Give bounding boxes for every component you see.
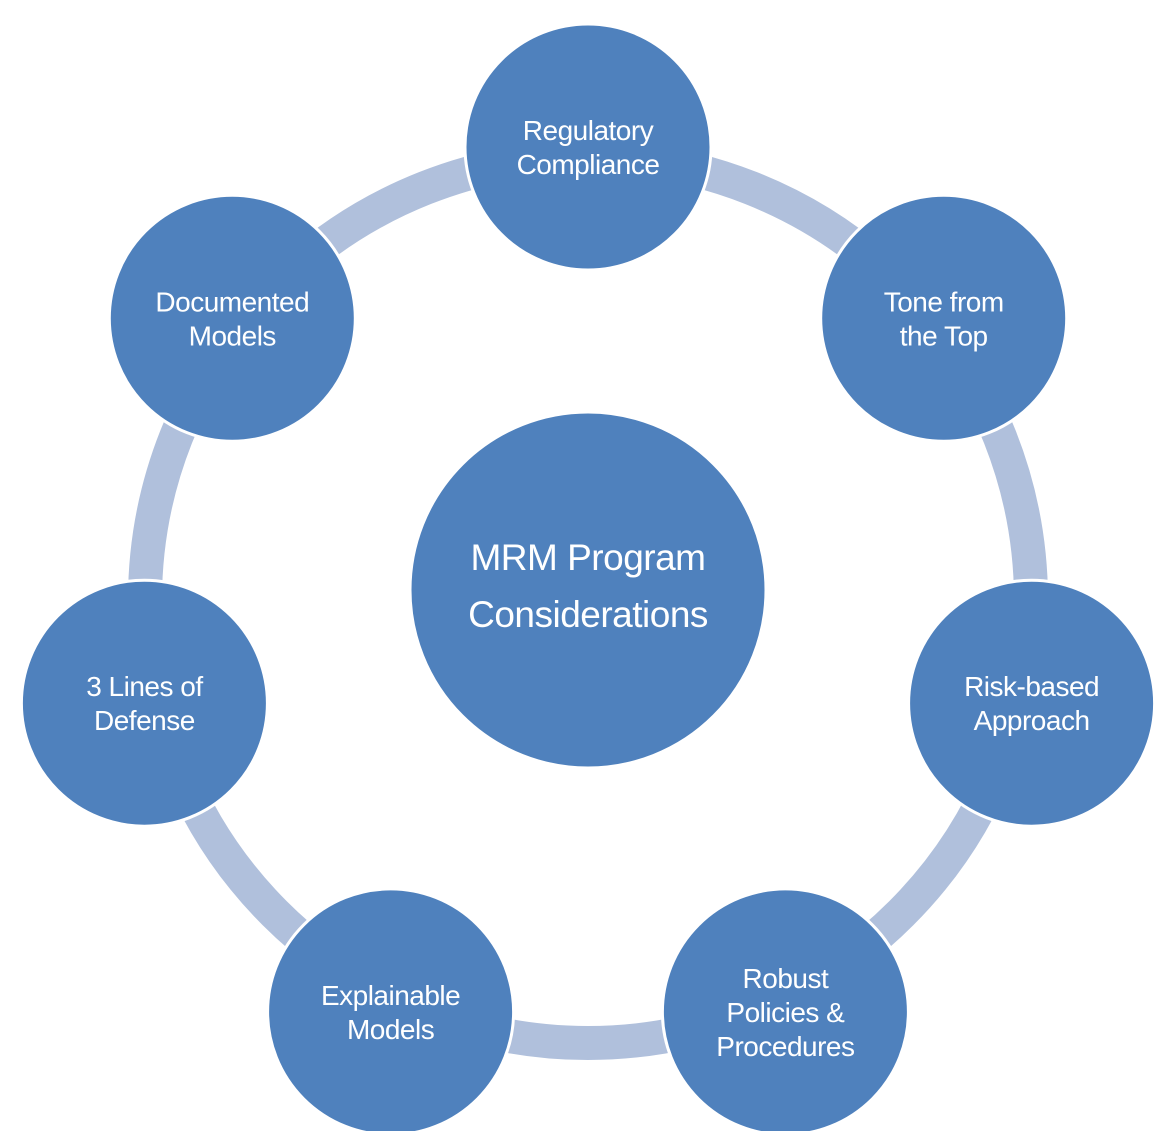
node-label-risk-based-approach-line-2: Approach (974, 705, 1090, 736)
node-label-tone-from-the-top-line-1: Tone from (884, 286, 1004, 317)
node-label-tone-from-the-top-line-2: the Top (900, 320, 988, 351)
center-label-line-1: MRM Program (470, 537, 705, 578)
node-label-robust-policies-procedures-line-3: Procedures (716, 1031, 854, 1062)
node-circle-tone-from-the-top (819, 193, 1069, 443)
node-label-documented-models-line-2: Models (189, 320, 276, 351)
node-label-risk-based-approach-line-1: Risk-based (964, 671, 1099, 702)
node-label-explainable-models-line-1: Explainable (321, 980, 460, 1011)
node-label-regulatory-compliance-line-2: Compliance (517, 149, 660, 180)
center-node: MRM Program Considerations (408, 410, 768, 770)
node-label-documented-models-line-1: Documented (155, 286, 309, 317)
node-label-explainable-models-line-2: Models (347, 1014, 434, 1045)
node-circle-risk-based-approach (907, 578, 1157, 828)
center-circle (408, 410, 768, 770)
node-circle-documented-models (107, 193, 357, 443)
center-label-line-2: Considerations (468, 594, 708, 635)
node-label-robust-policies-procedures-line-1: Robust (743, 963, 829, 994)
node-label-robust-policies-procedures-line-2: Policies & (726, 997, 845, 1028)
node-circle-robust-policies-procedures (660, 887, 910, 1131)
node-circle-three-lines-of-defense (19, 578, 269, 828)
node-label-three-lines-of-defense-line-1: 3 Lines of (86, 671, 203, 702)
node-label-three-lines-of-defense-line-2: Defense (94, 705, 195, 736)
node-circle-regulatory-compliance (463, 22, 713, 272)
node-label-regulatory-compliance-line-1: Regulatory (523, 115, 654, 146)
node-circle-explainable-models (266, 887, 516, 1131)
